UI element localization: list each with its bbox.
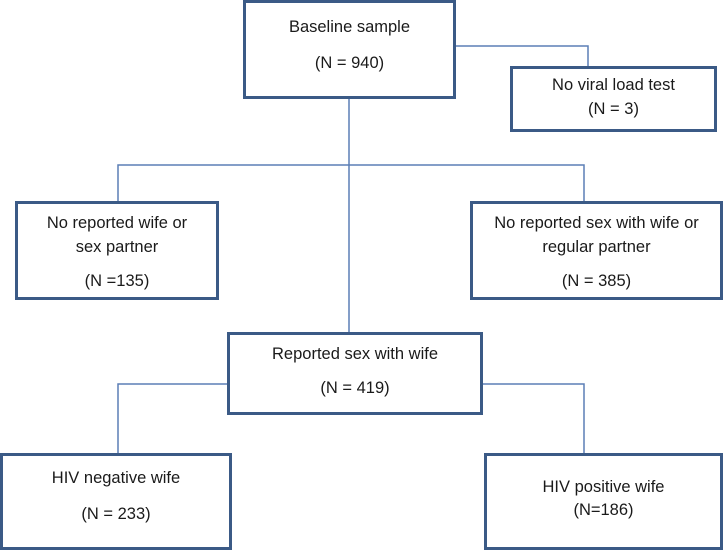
no-viral-load-label: No viral load test [552,76,675,94]
no-reported-wife-line1: No reported wife or [46,214,188,232]
no-viral-load-count: (N = 3) [588,100,639,118]
no-reported-wife-line2: sex partner [75,238,159,256]
no-viral-load-box: No viral load test (N = 3) [510,66,717,132]
no-reported-sex-line2: regular partner [542,238,651,256]
hiv-positive-box: HIV positive wife (N=186) [484,453,723,550]
no-reported-sex-box: No reported sex with wife or regular par… [470,201,723,300]
hiv-negative-count: (N = 233) [81,505,151,523]
baseline-sample-box: Baseline sample (N = 940) [243,0,456,99]
baseline-label: Baseline sample [288,18,411,36]
reported-sex-label: Reported sex with wife [272,345,438,363]
no-reported-sex-line1: No reported sex with wife or [494,214,699,232]
reported-sex-count: (N = 419) [320,379,390,397]
hiv-positive-label: HIV positive wife [542,478,665,496]
no-reported-wife-count: (N =135) [84,272,150,290]
hiv-positive-count: (N=186) [573,501,634,519]
no-reported-sex-count: (N = 385) [561,272,632,290]
hiv-negative-box: HIV negative wife (N = 233) [0,453,232,550]
hiv-negative-label: HIV negative wife [51,469,181,487]
baseline-count: (N = 940) [314,54,385,72]
reported-sex-box: Reported sex with wife (N = 419) [227,332,483,415]
no-reported-wife-box: No reported wife or sex partner (N =135) [15,201,219,300]
